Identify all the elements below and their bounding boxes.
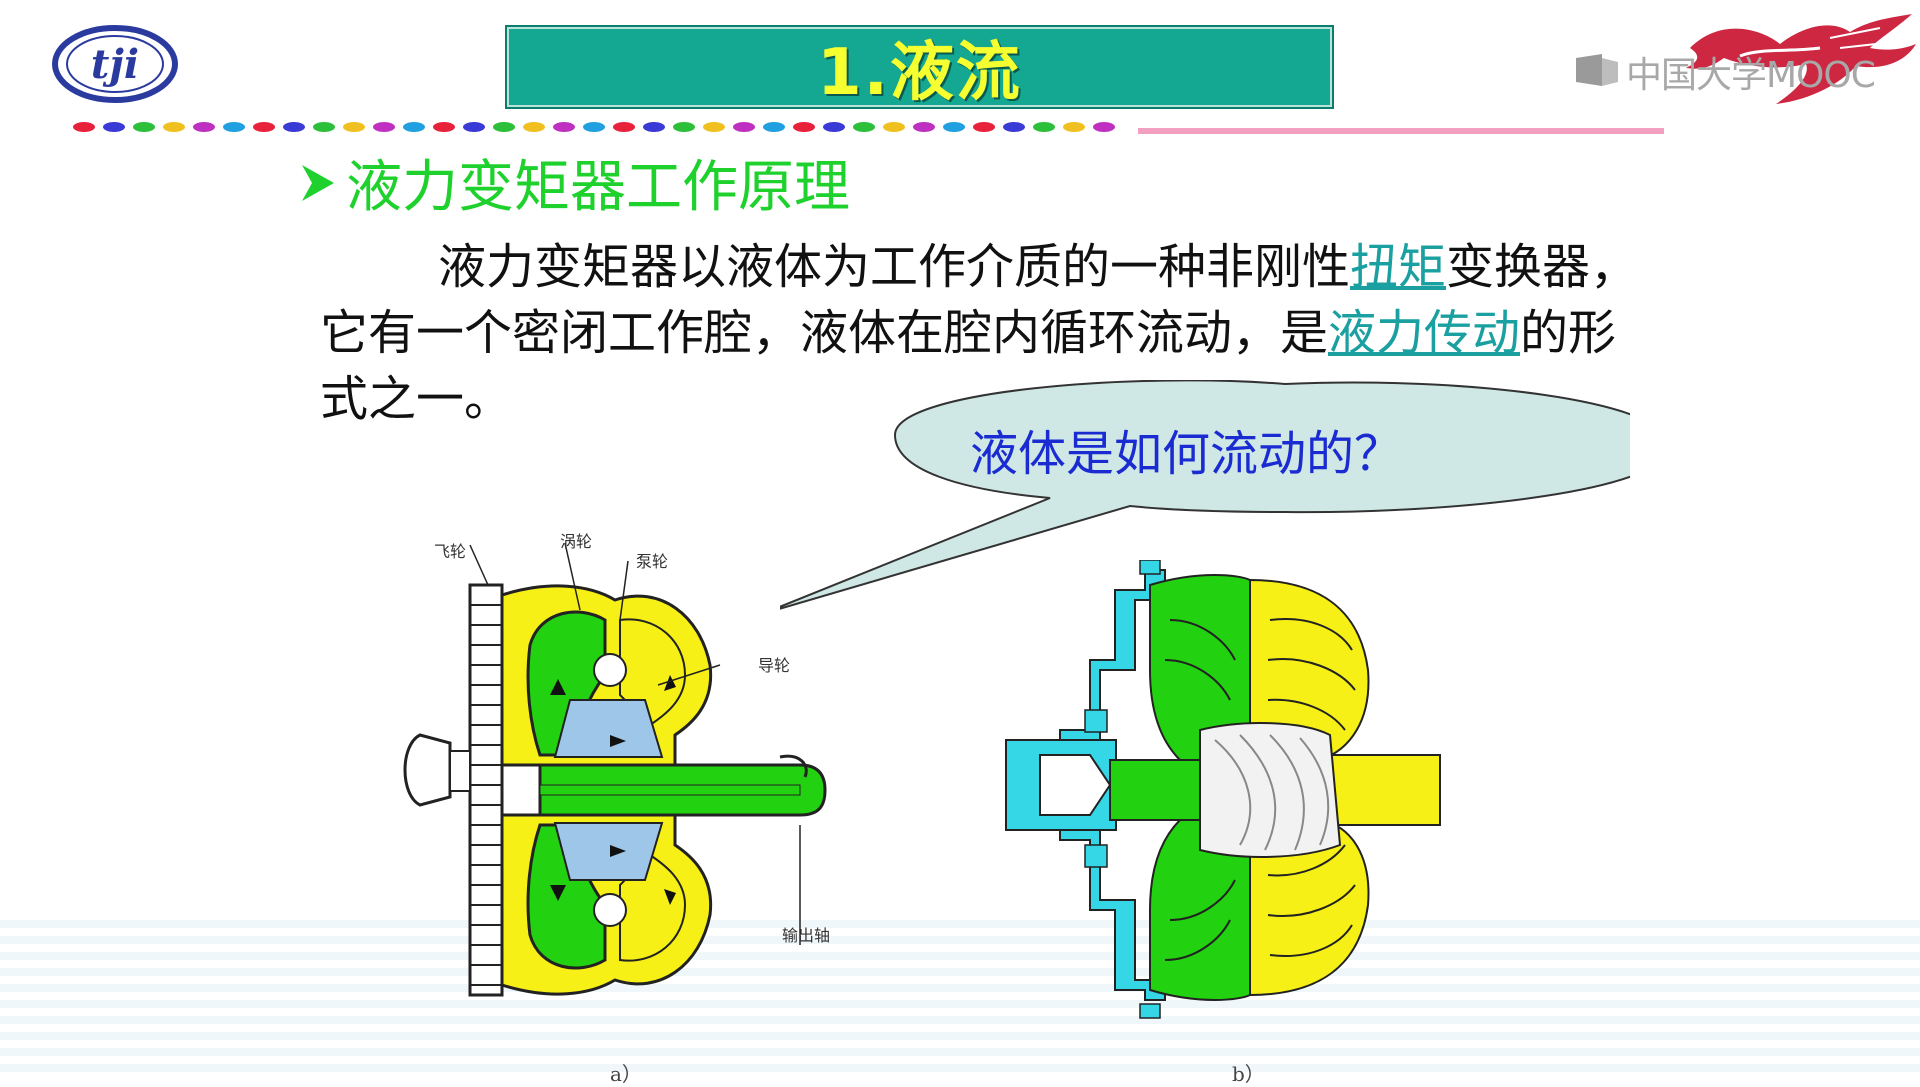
divider-dot [403,122,425,132]
label-turbine: 涡轮 [560,532,593,551]
dotted-divider [73,122,1115,132]
divider-dot [283,122,305,132]
divider-dot [733,122,755,132]
section-heading: 液力变矩器工作原理 [298,142,850,223]
divider-dot [1063,122,1085,132]
divider-dot [433,122,455,132]
divider-dot [793,122,815,132]
para-part-1: 液力变矩器以液体为工作介质的一种非刚性 [438,239,1351,295]
divider-dot [913,122,935,132]
background-stripes [0,920,1920,1080]
divider-dot [763,122,785,132]
label-output-shaft: 输出轴 [782,926,831,945]
divider-dot [673,122,695,132]
divider-dot [553,122,575,132]
divider-dot [943,122,965,132]
dragon-logo-icon [1686,14,1916,104]
divider-dot [613,122,635,132]
divider-dot [103,122,125,132]
label-pump: 泵轮 [636,552,669,571]
divider-dot [313,122,335,132]
caption-a: a） [610,1062,642,1086]
divider-dot [253,122,275,132]
svg-text:tji: tji [91,41,139,88]
divider-dot [493,122,515,132]
divider-dot [1033,122,1055,132]
link-torque[interactable]: 扭矩 [1350,239,1447,295]
university-logo-icon: tji [52,25,178,103]
divider-dot [523,122,545,132]
divider-dot [73,122,95,132]
intro-paragraph: 液力变矩器以液体为工作介质的一种非刚性扭矩变换器，它有一个密闭工作腔，液体在腔内… [320,234,1650,432]
caption-b: b） [1232,1062,1265,1086]
bubble-text: 液体是如何流动的？ [970,426,1403,482]
divider-dot [643,122,665,132]
divider-dot [1093,122,1115,132]
label-stator: 导轮 [758,656,791,675]
slide-title: 1.液流 [817,36,1022,110]
mooc-logo-icon [1576,54,1618,86]
divider-dot [373,122,395,132]
divider-dot [463,122,485,132]
divider-dot [703,122,725,132]
para-part-3: 的形式之一。 [320,305,1617,427]
para-part-2: 变换器，它有一个密闭工作腔，液体在腔内循环流动，是 [320,239,1639,361]
mooc-text: 中国大学MOOC [1626,55,1876,96]
slide-title-bar: 1.液流 [505,25,1334,110]
divider-dot [163,122,185,132]
arrow-bullet-icon [302,164,334,201]
heading-text: 液力变矩器工作原理 [346,155,850,220]
pink-divider [1138,128,1664,134]
link-hydraulic-transmission[interactable]: 液力传动 [1328,305,1521,361]
divider-dot [1003,122,1025,132]
torque-converter-diagram-b [1005,560,1441,1019]
divider-dot [223,122,245,132]
divider-dot [973,122,995,132]
speech-bubble [780,380,1630,610]
mooc-watermark: 中国大学MOOC [1574,46,1876,98]
divider-dot [583,122,605,132]
divider-dot [823,122,845,132]
label-flywheel: 飞轮 [434,542,467,561]
divider-dot [343,122,365,132]
divider-dot [883,122,905,132]
divider-dot [133,122,155,132]
divider-dot [853,122,875,132]
torque-converter-diagram-a [403,542,827,997]
divider-dot [193,122,215,132]
